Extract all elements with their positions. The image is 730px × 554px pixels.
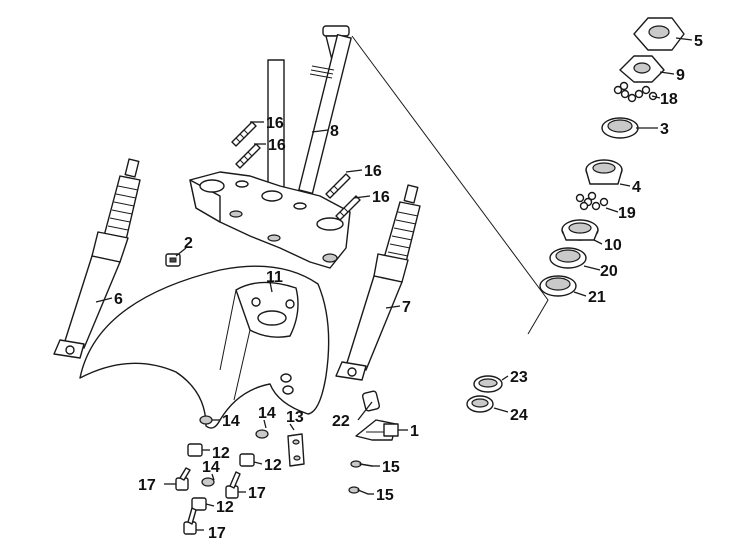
screw-15-lower (348, 486, 369, 495)
callout-10: 10 (604, 237, 622, 254)
callout-22: 22 (332, 413, 350, 430)
callout-3: 3 (660, 121, 669, 138)
ring-24-part (466, 395, 494, 413)
steering-stem-part (267, 25, 352, 195)
callout-15-b: 15 (376, 487, 394, 504)
bolt-16-upper-right (325, 173, 351, 199)
front-fender-part (79, 265, 330, 429)
screw-15-upper (350, 460, 373, 468)
callout-16-a: 16 (266, 115, 284, 132)
bolt-17-b (225, 471, 241, 499)
callout-12-a: 12 (212, 445, 230, 462)
callout-14-b: 14 (258, 405, 276, 422)
callout-2: 2 (184, 235, 193, 252)
steering-yoke-part (189, 171, 351, 269)
callout-17-c: 17 (208, 525, 226, 542)
assembly-line (351, 35, 549, 335)
bushing-22-part (361, 390, 381, 412)
callout-23: 23 (510, 369, 528, 386)
washer-14-c (201, 477, 215, 487)
callout-24: 24 (510, 407, 528, 424)
callout-8: 8 (330, 123, 339, 140)
callout-16-b: 16 (268, 137, 286, 154)
right-fork-leg-part (335, 184, 421, 381)
nut-9-part (619, 55, 665, 83)
top-nut-5-part (633, 17, 685, 51)
race-21-part (539, 275, 577, 297)
race-3-part (601, 117, 639, 139)
callout-17-a: 17 (138, 477, 156, 494)
callout-18: 18 (660, 91, 678, 108)
callout-16-d: 16 (372, 189, 390, 206)
callout-16-c: 16 (364, 163, 382, 180)
callout-1: 1 (410, 423, 419, 440)
bolt-16-upper-left (231, 121, 257, 147)
callout-17-b: 17 (248, 485, 266, 502)
bolt-16-lower-left (235, 143, 261, 169)
callout-14-c: 14 (202, 459, 220, 476)
callout-9: 9 (676, 67, 685, 84)
callout-4: 4 (632, 179, 641, 196)
ball-bearings-19-part (575, 191, 609, 211)
race-20-part (549, 247, 587, 269)
bracket-13-part (287, 433, 305, 467)
bolt-16-lower-right (335, 195, 361, 221)
left-fork-leg-part (53, 158, 141, 359)
callout-19: 19 (618, 205, 636, 222)
washer-14-b (255, 429, 269, 439)
cup-10-part (561, 219, 599, 241)
callout-20: 20 (600, 263, 618, 280)
nut-12-c (191, 497, 207, 511)
callout-15-a: 15 (382, 459, 400, 476)
callout-11: 11 (266, 269, 283, 286)
bolt-17-a (175, 467, 191, 491)
nut-12-a (187, 443, 203, 457)
bracket-1-part (355, 419, 399, 441)
callout-12-c: 12 (216, 499, 234, 516)
callout-5: 5 (694, 33, 703, 50)
callout-12-b: 12 (264, 457, 282, 474)
ball-bearings-18-part (613, 81, 658, 103)
callout-6: 6 (114, 291, 123, 308)
nut-2-part (165, 253, 181, 267)
ring-23-part (473, 375, 503, 393)
callout-21: 21 (588, 289, 606, 306)
callout-14-a: 14 (222, 413, 240, 430)
nut-12-b (239, 453, 255, 467)
leader-lines (95, 37, 693, 531)
callout-13: 13 (286, 409, 304, 426)
cup-4-part (585, 159, 623, 185)
washer-14-a (199, 415, 213, 425)
bolt-17-c (183, 507, 197, 535)
callout-7: 7 (402, 299, 411, 316)
